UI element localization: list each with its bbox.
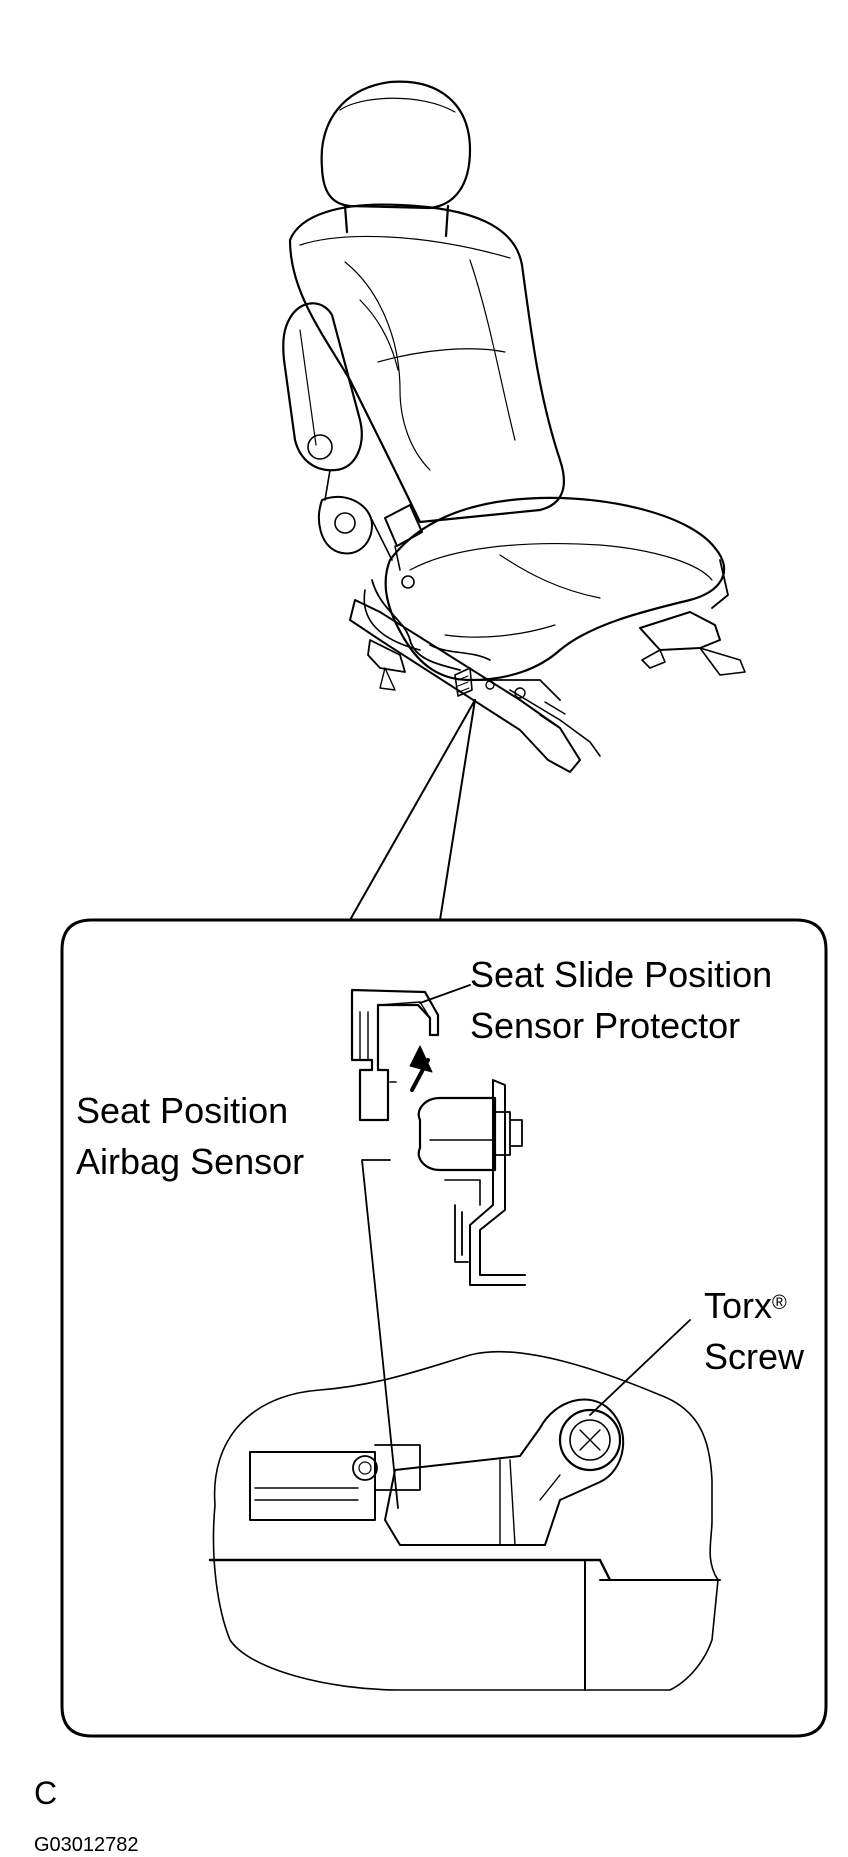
registered-mark: ® (772, 1292, 787, 1314)
torx-text: Torx (704, 1285, 773, 1326)
slide-protector-label-line2: Sensor Protector (470, 1005, 741, 1046)
torx-screw-label: Torx® Screw (704, 1284, 804, 1378)
figure-letter: C (34, 1775, 58, 1811)
seat-rail (349, 599, 581, 773)
seat-rail-mount (208, 1350, 721, 1691)
seat-illustration (282, 80, 746, 773)
detail-panel-frame (60, 918, 828, 1738)
sensor-protector (350, 988, 440, 1122)
figure-code: G03012782 (34, 1834, 139, 1856)
torx-screw-label-line1: Torx® (704, 1284, 804, 1327)
position-sensor-label-line2: Airbag Sensor (76, 1141, 305, 1182)
seat-back (288, 203, 565, 524)
seat-position-sensor (417, 1079, 526, 1286)
seat-cushion (384, 496, 726, 682)
position-sensor-label: Seat Position Airbag Sensor (76, 1089, 304, 1183)
slide-protector-label-line1: Seat Slide Position (470, 954, 773, 995)
headrest (320, 80, 472, 210)
belt-buckle (384, 504, 423, 547)
torx-screw-label-line2: Screw (704, 1336, 805, 1377)
slide-protector-label: Seat Slide Position Sensor Protector (470, 953, 772, 1047)
position-sensor-label-line1: Seat Position (76, 1090, 289, 1131)
armrest (282, 302, 363, 472)
